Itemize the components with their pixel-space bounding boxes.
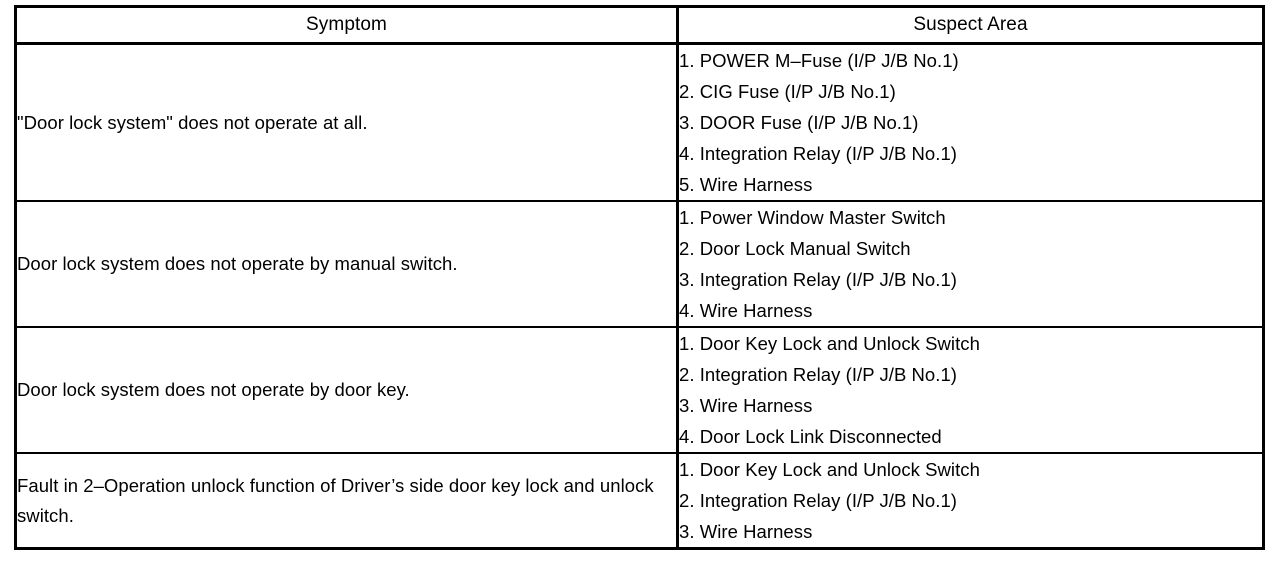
table-body: "Door lock system" does not operate at a… bbox=[15, 43, 1264, 549]
list-item: 3. Integration Relay (I/P J/B No.1) bbox=[679, 269, 958, 290]
list-item: 4. Door Lock Link Disconnected bbox=[679, 426, 942, 447]
symptom-text: Door lock system does not operate by man… bbox=[17, 253, 458, 274]
list-item: 1. Door Key Lock and Unlock Switch bbox=[679, 459, 980, 480]
suspect-area-cell: 1. Power Window Master Switch 2. Door Lo… bbox=[677, 200, 1264, 327]
symptom-cell: Door lock system does not operate by man… bbox=[15, 200, 679, 327]
symptom-cell: Fault in 2–Operation unlock function of … bbox=[15, 452, 679, 549]
list-item: 5. Wire Harness bbox=[679, 174, 813, 195]
header-row: Symptom Suspect Area bbox=[15, 6, 1264, 45]
table-row: Door lock system does not operate by doo… bbox=[15, 326, 1264, 453]
suspect-list: 1. POWER M–Fuse (I/P J/B No.1) 2. CIG Fu… bbox=[679, 45, 1262, 200]
list-item: 3. Wire Harness bbox=[679, 521, 813, 542]
table-row: Door lock system does not operate by man… bbox=[15, 200, 1264, 327]
symptom-cell: "Door lock system" does not operate at a… bbox=[15, 43, 679, 201]
list-item: 1. Door Key Lock and Unlock Switch bbox=[679, 333, 980, 354]
suspect-area-cell: 1. Door Key Lock and Unlock Switch 2. In… bbox=[677, 326, 1264, 453]
list-item: 2. CIG Fuse (I/P J/B No.1) bbox=[679, 81, 896, 102]
list-item: 4. Wire Harness bbox=[679, 300, 813, 321]
list-item: 3. Wire Harness bbox=[679, 395, 813, 416]
symptom-cell: Door lock system does not operate by doo… bbox=[15, 326, 679, 453]
suspect-list: 1. Power Window Master Switch 2. Door Lo… bbox=[679, 202, 1262, 326]
list-item: 2. Integration Relay (I/P J/B No.1) bbox=[679, 364, 958, 385]
troubleshooting-table: Symptom Suspect Area "Door lock system" … bbox=[14, 5, 1265, 550]
column-header-suspect-area: Suspect Area bbox=[677, 6, 1264, 45]
table-row: Fault in 2–Operation unlock function of … bbox=[15, 452, 1264, 549]
table-header: Symptom Suspect Area bbox=[15, 6, 1264, 45]
symptom-text: Door lock system does not operate by doo… bbox=[17, 379, 410, 400]
list-item: 1. POWER M–Fuse (I/P J/B No.1) bbox=[679, 50, 959, 71]
list-item: 2. Door Lock Manual Switch bbox=[679, 238, 911, 259]
column-header-symptom: Symptom bbox=[15, 6, 679, 45]
suspect-list: 1. Door Key Lock and Unlock Switch 2. In… bbox=[679, 328, 1262, 452]
suspect-area-cell: 1. POWER M–Fuse (I/P J/B No.1) 2. CIG Fu… bbox=[678, 44, 1264, 202]
list-item: 2. Integration Relay (I/P J/B No.1) bbox=[679, 490, 958, 511]
list-item: 4. Integration Relay (I/P J/B No.1) bbox=[679, 143, 958, 164]
list-item: 3. DOOR Fuse (I/P J/B No.1) bbox=[679, 112, 919, 133]
list-item: 1. Power Window Master Switch bbox=[679, 207, 946, 228]
suspect-list: 1. Door Key Lock and Unlock Switch 2. In… bbox=[679, 454, 1262, 547]
symptom-text: Fault in 2–Operation unlock function of … bbox=[17, 474, 654, 526]
table-row: "Door lock system" does not operate at a… bbox=[15, 43, 1264, 202]
symptom-text: "Door lock system" does not operate at a… bbox=[17, 111, 368, 133]
suspect-area-cell: 1. Door Key Lock and Unlock Switch 2. In… bbox=[677, 452, 1264, 549]
